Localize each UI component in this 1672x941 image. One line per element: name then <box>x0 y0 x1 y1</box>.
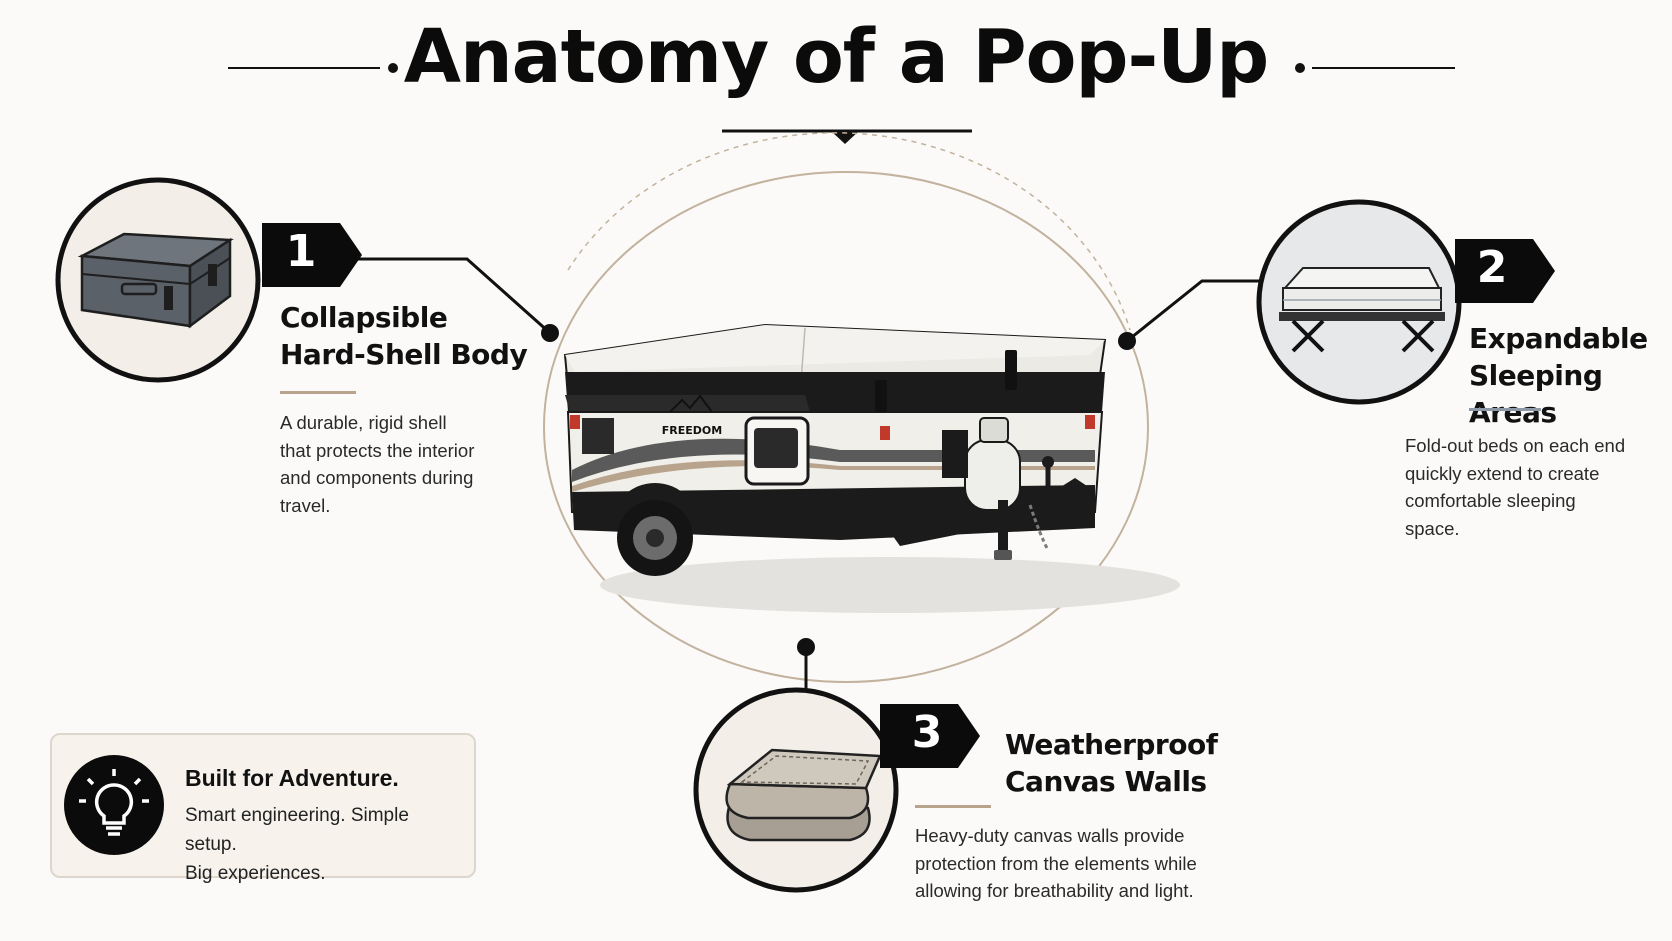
tip-text-line2: Big experiences. <box>185 863 326 884</box>
callout-2-title-line1: Expandable <box>1469 322 1648 355</box>
callout-3-title-line2: Canvas Walls <box>1005 765 1207 798</box>
callout-3-number: 3 <box>911 707 943 758</box>
trailer-brand-label: FREEDOM <box>662 424 722 437</box>
callout-2-icon-circle <box>1256 199 1462 405</box>
tip-text-line1: Smart engineering. Simple setup. <box>185 805 409 855</box>
callout-3-description: Heavy-duty canvas walls provide protecti… <box>915 822 1197 905</box>
bed-icon <box>1279 267 1445 353</box>
callout-2-desc-line: Fold-out beds on each end <box>1405 435 1626 456</box>
callout-1-accent <box>280 391 356 394</box>
callout-3-desc-line: protection from the elements while <box>915 852 1197 874</box>
callout-1-desc-line: travel. <box>280 494 331 516</box>
callout-2-desc-line: quickly extend to create <box>1405 462 1600 484</box>
callout-2-number: 2 <box>1476 242 1508 293</box>
tip-text: Smart engineering. Simple setup. Big exp… <box>185 801 465 888</box>
callout-1-icon-circle <box>55 177 261 383</box>
folded-canvas-icon <box>725 748 882 842</box>
popup-trailer-illustration: FREEDOM <box>563 323 1180 613</box>
callout-1-desc-line: and components during <box>280 467 474 488</box>
callout-3-accent <box>915 805 991 808</box>
hard-case-icon <box>77 232 234 329</box>
callout-2-number-badge <box>1455 239 1555 303</box>
lightbulb-icon <box>64 755 164 855</box>
page-title: Anatomy of a Pop-Up <box>403 14 1270 100</box>
callout-2-desc-line: comfortable sleeping <box>1405 490 1576 511</box>
callout-3-icon-circle <box>693 687 899 893</box>
callout-1-description: A durable, rigid shell that protects the… <box>280 409 474 519</box>
callout-3-desc-line: allowing for breathability and light. <box>915 880 1194 901</box>
callout-1-desc-line: A durable, rigid shell <box>280 412 447 433</box>
callout-1-title-line1: Collapsible <box>280 301 448 334</box>
callout-1-title-line2: Hard-Shell Body <box>280 338 528 371</box>
callout-3-number-badge <box>880 704 980 768</box>
callout-1-number: 1 <box>285 226 317 277</box>
callout-2-desc-line: space. <box>1405 517 1460 539</box>
tip-box: Built for Adventure. Smart engineering. … <box>50 733 476 884</box>
callout-3-desc-line: Heavy-duty canvas walls provide <box>915 825 1185 846</box>
callout-1-desc-line: that protects the interior <box>280 439 475 461</box>
callout-2-accent <box>1469 408 1541 411</box>
callout-2-description: Fold-out beds on each end quickly extend… <box>1405 432 1625 542</box>
callout-2-title: Expandable Sleeping Areas <box>1469 320 1672 431</box>
callout-2-title-line2: Sleeping Areas <box>1469 359 1603 429</box>
callout-3-title-line1: Weatherproof <box>1005 728 1218 761</box>
callout-1-number-badge <box>262 223 362 287</box>
callout-1-title: Collapsible Hard-Shell Body <box>280 299 528 373</box>
callout-3-title: Weatherproof Canvas Walls <box>1005 726 1218 800</box>
tip-title: Built for Adventure. <box>185 765 399 791</box>
